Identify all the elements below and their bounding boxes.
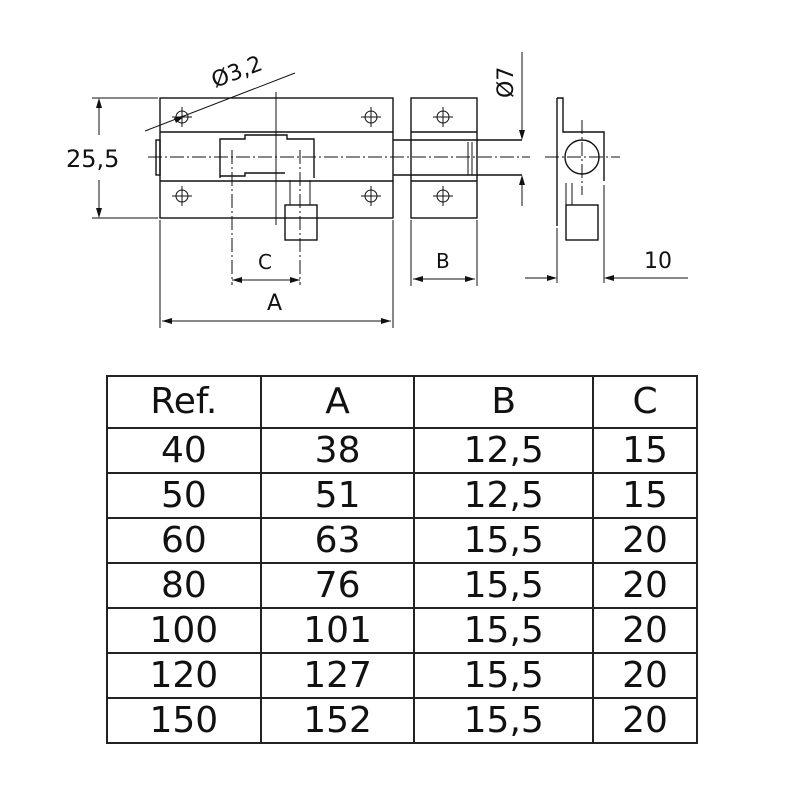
bolt-side-view — [545, 97, 620, 241]
hole-icon — [433, 186, 453, 206]
cell-c: 20 — [592, 562, 698, 609]
screw-holes — [172, 107, 453, 206]
dim-b-label: B — [436, 249, 450, 273]
dim-c-label: C — [258, 250, 272, 274]
cell-b: 15,5 — [413, 562, 595, 609]
cell-b: 15,5 — [413, 697, 595, 744]
hole-icon — [361, 186, 381, 206]
header-b: B — [413, 375, 595, 429]
plate-height-label: 25,5 — [66, 145, 119, 173]
cell-b: 15,5 — [413, 607, 595, 654]
technical-drawing: Ø3,2 Ø7 25,5 C A B 10 — [66, 52, 688, 328]
cell-c: 20 — [592, 607, 698, 654]
cell-ref: 150 — [106, 697, 262, 744]
cell-ref: 50 — [106, 472, 262, 519]
cell-c: 20 — [592, 697, 698, 744]
cell-ref: 40 — [106, 427, 262, 474]
cell-c: 15 — [592, 472, 698, 519]
cell-a: 51 — [259, 472, 416, 519]
table-header-row: Ref. A B C — [106, 375, 698, 429]
dim-a-label: A — [267, 291, 282, 316]
header-a: A — [259, 375, 416, 429]
cell-a: 127 — [259, 652, 416, 699]
cell-b: 12,5 — [413, 427, 595, 474]
cell-ref: 80 — [106, 562, 262, 609]
bolt-diameter-label: Ø7 — [494, 67, 519, 98]
cell-c: 20 — [592, 652, 698, 699]
cell-ref: 120 — [106, 652, 262, 699]
cell-b: 12,5 — [413, 472, 595, 519]
header-ref: Ref. — [106, 375, 262, 429]
keeper-plate — [393, 97, 522, 219]
cell-c: 20 — [592, 517, 698, 564]
bolt-front-view — [148, 92, 530, 285]
hole-icon — [172, 186, 192, 206]
cell-ref: 60 — [106, 517, 262, 564]
cell-a: 101 — [259, 607, 416, 654]
cell-a: 76 — [259, 562, 416, 609]
cell-c: 15 — [592, 427, 698, 474]
hole-icon — [433, 107, 453, 127]
header-c: C — [592, 375, 698, 429]
cell-b: 15,5 — [413, 652, 595, 699]
cell-a: 38 — [259, 427, 416, 474]
dimension-lines — [92, 52, 688, 328]
bolt-handle — [284, 204, 318, 241]
side-offset-label: 10 — [644, 249, 672, 274]
cell-ref: 100 — [106, 607, 262, 654]
hole-icon — [361, 107, 381, 127]
cell-b: 15,5 — [413, 517, 595, 564]
cell-a: 152 — [259, 697, 416, 744]
cell-a: 63 — [259, 517, 416, 564]
